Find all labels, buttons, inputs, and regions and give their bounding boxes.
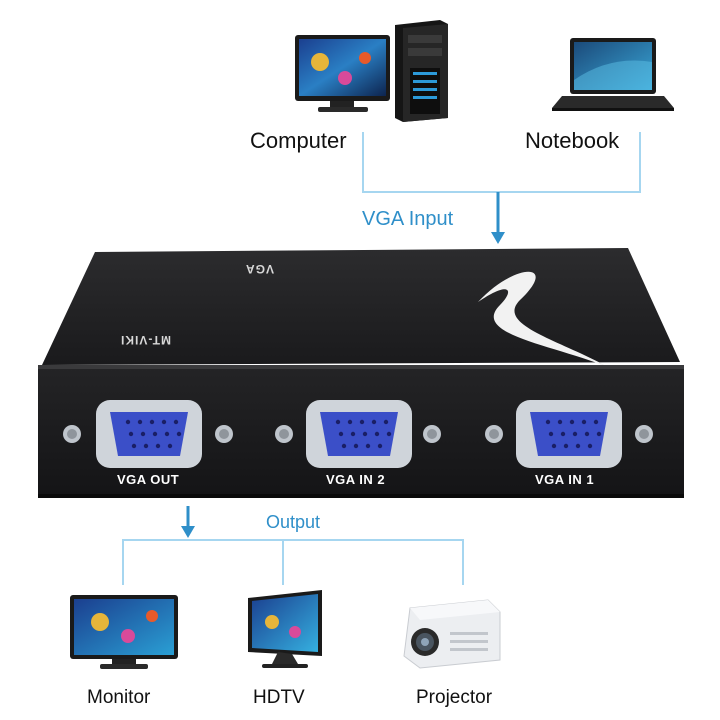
projector-label: Projector — [416, 687, 493, 708]
hdtv-label: HDTV — [253, 687, 305, 708]
vga-input-label: VGA Input — [362, 208, 454, 230]
port-label-vga-out: VGA OUT — [117, 472, 180, 487]
output-label: Output — [266, 512, 321, 532]
port-label-vga-in-2: VGA IN 2 — [326, 472, 386, 487]
computer-label: Computer — [250, 128, 347, 153]
monitor-label: Monitor — [87, 687, 151, 708]
notebook-label: Notebook — [525, 128, 620, 153]
port-label-vga-in-1: VGA IN 1 — [535, 472, 595, 487]
